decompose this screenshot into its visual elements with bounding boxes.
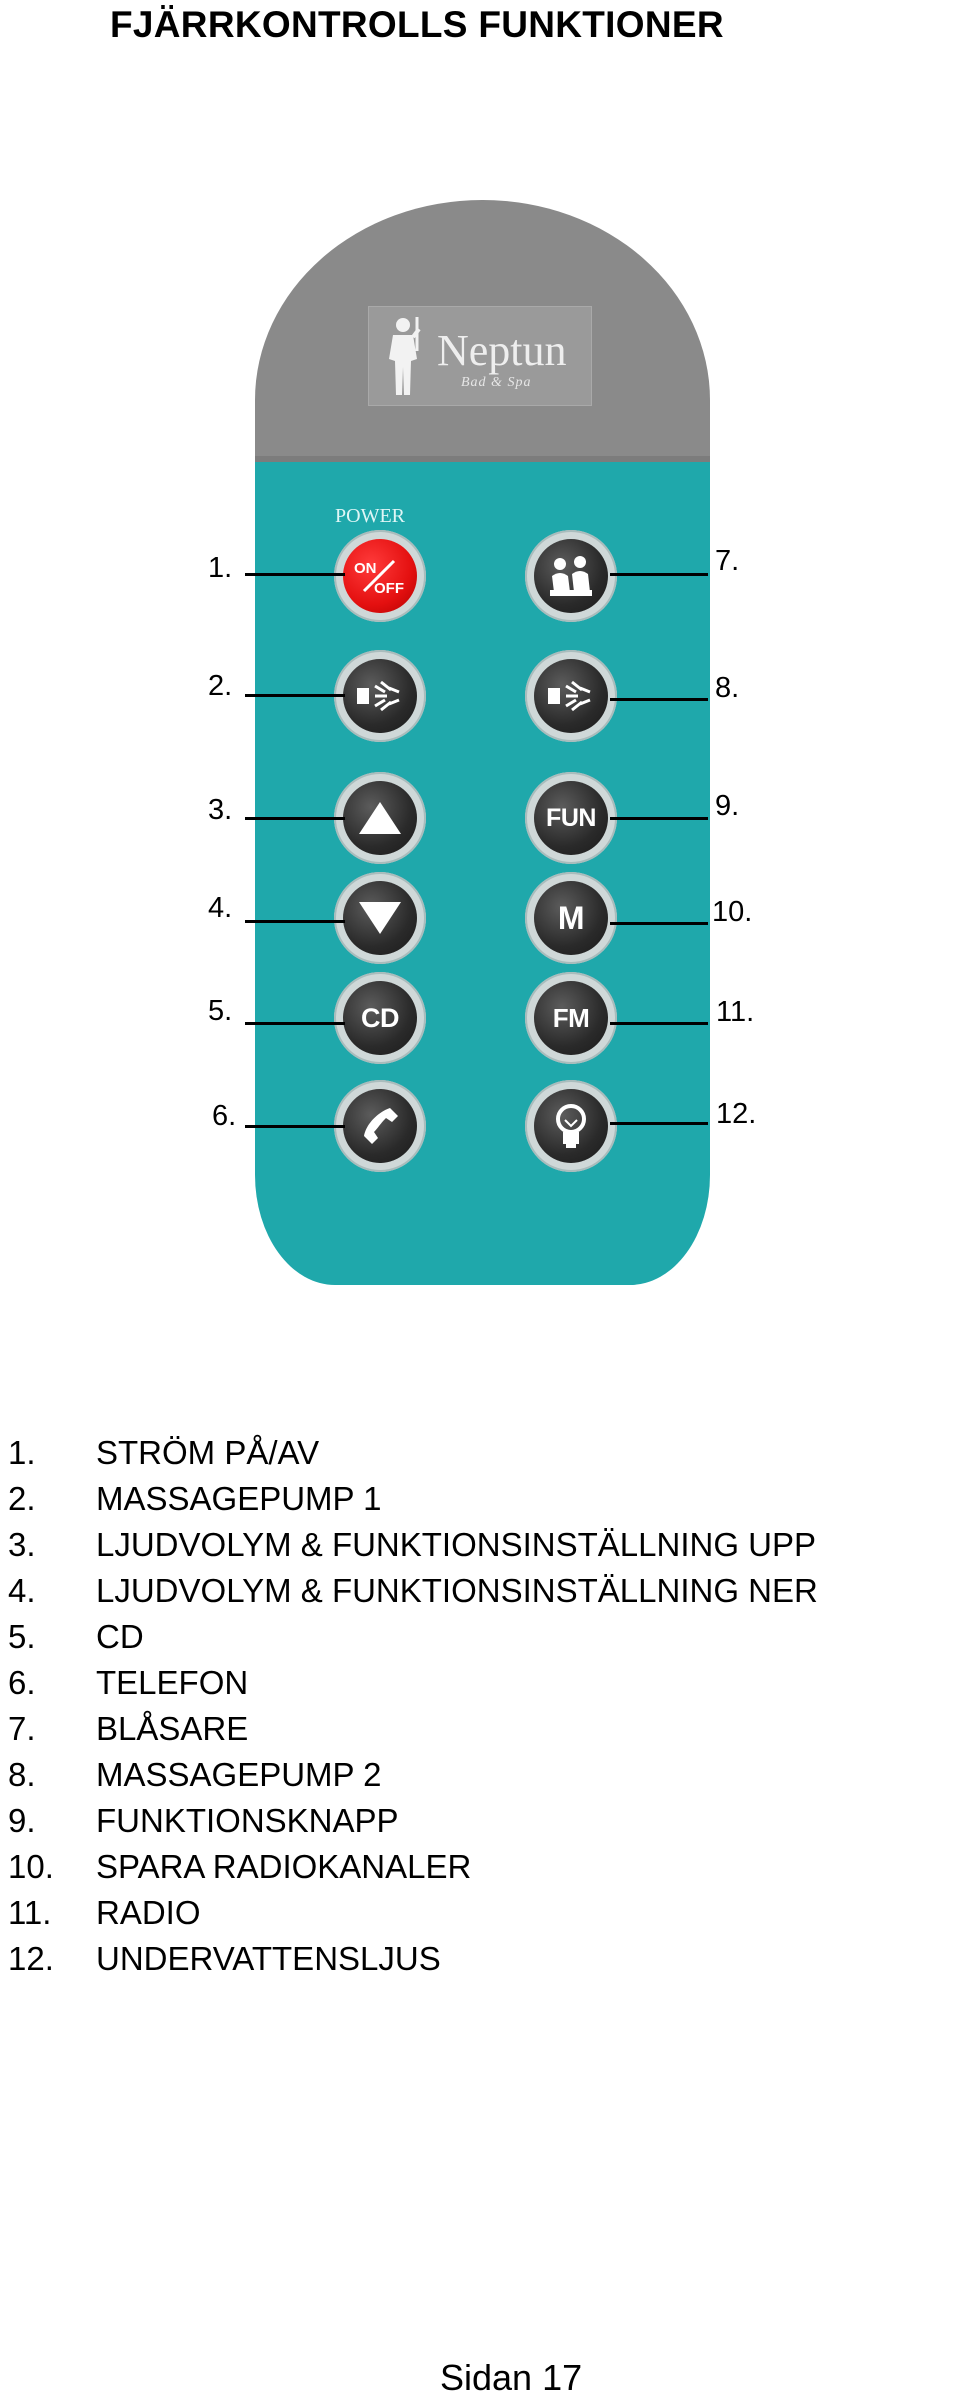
svg-text:ON: ON (354, 560, 377, 577)
callout-4: 4. (208, 892, 233, 924)
callout-line-11 (610, 1022, 708, 1025)
callout-12: 12. (716, 1098, 757, 1130)
callout-line-8 (610, 698, 708, 701)
callout-line-10 (610, 922, 708, 925)
callout-line-7 (610, 573, 708, 576)
list-item: 8. MASSAGEPUMP 2 (8, 1756, 818, 1802)
callout-1: 1. (208, 552, 233, 584)
on-off-icon: ON OFF (354, 559, 404, 597)
massage-pump-2-button[interactable] (525, 650, 617, 742)
fun-button[interactable]: FUN (525, 772, 617, 864)
list-label: LJUDVOLYM & FUNKTIONSINSTÄLLNING UPP (96, 1526, 817, 1563)
cd-button-label: CD (361, 1002, 400, 1033)
callout-2: 2. (208, 670, 233, 702)
callout-6: 6. (212, 1100, 237, 1132)
callout-3: 3. (208, 794, 233, 826)
list-number: 4. (8, 1572, 36, 1609)
brand-subtitle: Bad & Spa (461, 375, 532, 390)
list-number: 1. (8, 1434, 36, 1471)
callout-line-6 (245, 1125, 345, 1128)
list-item: 3. LJUDVOLYM & FUNKTIONSINSTÄLLNING UPP (8, 1526, 818, 1572)
list-item: 11. RADIO (8, 1894, 818, 1940)
fm-button-label: FM (552, 1002, 590, 1033)
list-label: SPARA RADIOKANALER (96, 1848, 472, 1885)
list-item: 9. FUNKTIONSKNAPP (8, 1802, 818, 1848)
svg-text:OFF: OFF (374, 580, 404, 597)
list-number: 7. (8, 1710, 36, 1747)
list-item: 7. BLÅSARE (8, 1710, 818, 1756)
list-label: MASSAGEPUMP 1 (96, 1480, 382, 1517)
list-item: 2. MASSAGEPUMP 1 (8, 1480, 818, 1526)
list-item: 1. STRÖM PÅ/AV (8, 1434, 818, 1480)
neptun-logo-figure-icon (389, 317, 421, 395)
massage-jet-icon (357, 680, 400, 712)
callout-10: 10. (712, 896, 753, 928)
callout-line-1 (245, 573, 345, 576)
callout-line-5 (245, 1022, 345, 1025)
list-label: LJUDVOLYM & FUNKTIONSINSTÄLLNING NER (96, 1572, 818, 1609)
list-label: UNDERVATTENSLJUS (96, 1940, 441, 1977)
power-label: POWER (335, 505, 405, 527)
callout-8: 8. (715, 672, 740, 704)
list-label: RADIO (96, 1894, 201, 1931)
phone-icon (364, 1108, 398, 1144)
list-number: 12. (8, 1940, 54, 1977)
list-label: STRÖM PÅ/AV (96, 1434, 320, 1471)
callout-line-3 (245, 817, 345, 820)
massage-jet-icon (548, 680, 591, 712)
volume-down-button[interactable] (334, 872, 426, 964)
volume-up-button[interactable] (334, 772, 426, 864)
callout-5: 5. (208, 995, 233, 1027)
on-off-button[interactable]: ON OFF (334, 530, 426, 622)
brand-logo: Neptun Bad & Spa (368, 306, 592, 406)
massage-pump-1-button[interactable] (334, 650, 426, 742)
brand-name: Neptun (437, 326, 567, 375)
callout-11: 11. (716, 996, 755, 1028)
fun-button-label: FUN (546, 803, 596, 832)
list-label: BLÅSARE (96, 1710, 249, 1747)
list-number: 11. (8, 1894, 52, 1931)
m-button-label: M (557, 899, 585, 936)
phone-button[interactable] (334, 1080, 426, 1172)
callout-line-12 (610, 1122, 708, 1125)
callout-line-9 (610, 817, 708, 820)
page-title: FJÄRRKONTROLLS FUNKTIONER (110, 4, 724, 45)
list-number: 10. (8, 1848, 54, 1885)
remote-body (255, 462, 710, 1285)
cd-button[interactable]: CD (334, 972, 426, 1064)
callout-line-4 (245, 920, 345, 923)
triangle-up-icon (359, 802, 401, 834)
list-number: 5. (8, 1618, 36, 1655)
list-number: 9. (8, 1802, 36, 1839)
lightbulb-icon (556, 1104, 586, 1148)
blower-icon (550, 556, 592, 596)
list-number: 2. (8, 1480, 36, 1517)
page-number: Sidan 17 (440, 2357, 583, 2398)
callout-9: 9. (715, 790, 740, 822)
m-button[interactable]: M (525, 872, 617, 964)
list-item: 12. UNDERVATTENSLJUS (8, 1940, 818, 1986)
list-label: CD (96, 1618, 144, 1655)
list-label: MASSAGEPUMP 2 (96, 1756, 382, 1793)
fm-button[interactable]: FM (525, 972, 617, 1064)
list-label: TELEFON (96, 1664, 249, 1701)
triangle-down-icon (359, 902, 401, 934)
remote-control-illustration: Neptun Bad & Spa POWER ON OFF (255, 200, 710, 1285)
light-button[interactable] (525, 1080, 617, 1172)
blower-button[interactable] (525, 530, 617, 622)
list-number: 3. (8, 1526, 36, 1563)
list-number: 8. (8, 1756, 36, 1793)
list-item: 4. LJUDVOLYM & FUNKTIONSINSTÄLLNING NER (8, 1572, 818, 1618)
callout-line-2 (245, 694, 345, 697)
list-item: 5. CD (8, 1618, 818, 1664)
list-number: 6. (8, 1664, 36, 1701)
list-item: 6. TELEFON (8, 1664, 818, 1710)
list-item: 10. SPARA RADIOKANALER (8, 1848, 818, 1894)
callout-7: 7. (715, 545, 740, 577)
list-label: FUNKTIONSKNAPP (96, 1802, 399, 1839)
function-list: 1. STRÖM PÅ/AV 2. MASSAGEPUMP 1 3. LJUDVOLY… (8, 1434, 818, 1986)
